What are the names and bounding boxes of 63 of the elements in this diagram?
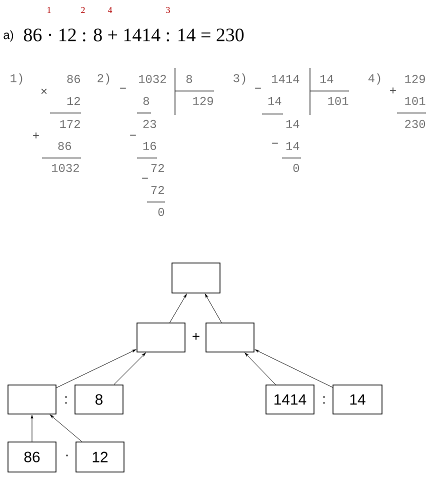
operation-sign: :: [65, 396, 67, 404]
number-box: 8: [74, 384, 124, 414]
number-box: 1414: [266, 384, 314, 414]
arrow: [50, 414, 82, 442]
arrow: [254, 350, 333, 388]
column-number: 1032: [52, 164, 79, 172]
column-number: 86: [67, 74, 80, 84]
operation-sign: +: [33, 132, 39, 138]
column-number: 23: [143, 120, 156, 128]
number-box: 14: [332, 384, 382, 414]
column-number: 8: [186, 74, 192, 84]
arrow: [204, 294, 222, 323]
column-number: 0: [293, 164, 300, 172]
step-number: 1): [10, 73, 22, 85]
column-number: 16: [143, 142, 156, 150]
column-number: 72: [151, 186, 164, 194]
operation-sign: ×: [41, 88, 47, 94]
number-box: 12: [76, 442, 124, 472]
column-number: 101: [405, 96, 426, 106]
arrow: [30, 415, 34, 442]
operation-sign: −: [130, 134, 136, 136]
column-number: 1032: [138, 74, 166, 84]
step-number: 3): [234, 73, 246, 85]
column-number: 12: [67, 97, 80, 105]
column-number: 230: [405, 120, 426, 128]
order-number: 3: [166, 6, 170, 14]
column-number: 1414: [272, 75, 300, 83]
operation-sign: ·: [66, 454, 68, 456]
operation-sign: −: [120, 88, 126, 89]
order-number: 4: [108, 7, 112, 13]
number-box: 86: [8, 442, 56, 472]
problem-label: a): [4, 30, 14, 42]
column-number: 0: [158, 208, 164, 216]
column-number: 14: [320, 75, 334, 83]
column-number: 14: [286, 142, 300, 150]
operation-sign: +: [192, 332, 200, 340]
column-number: 72: [151, 164, 164, 172]
equation: 86 · 12 : 8 + 1414 : 14 = 230: [24, 28, 244, 42]
operation-sign: +: [390, 88, 396, 94]
answer-box: [206, 322, 254, 352]
arrow: [170, 294, 187, 323]
step-number: 2): [98, 73, 110, 85]
column-number: 14: [268, 97, 282, 105]
order-number: 1: [48, 7, 51, 13]
operation-sign: −: [255, 88, 261, 89]
column-number: 101: [328, 96, 348, 106]
column-number: 172: [60, 120, 80, 128]
answer-box: [8, 384, 56, 414]
operation-sign: :: [323, 396, 325, 404]
arrow: [56, 349, 136, 388]
order-number: 2: [81, 7, 85, 13]
arrow: [114, 352, 146, 385]
column-number: 8: [143, 96, 150, 106]
arrow: [244, 352, 276, 385]
answer-box: [136, 322, 186, 352]
operation-sign: −: [142, 178, 148, 179]
column-number: 86: [58, 142, 72, 150]
column-number: 129: [193, 96, 213, 106]
operation-sign: −: [272, 142, 278, 144]
column-number: 14: [286, 120, 300, 128]
answer-box: [172, 262, 220, 294]
step-number: 4): [368, 73, 380, 85]
column-number: 129: [405, 74, 425, 84]
